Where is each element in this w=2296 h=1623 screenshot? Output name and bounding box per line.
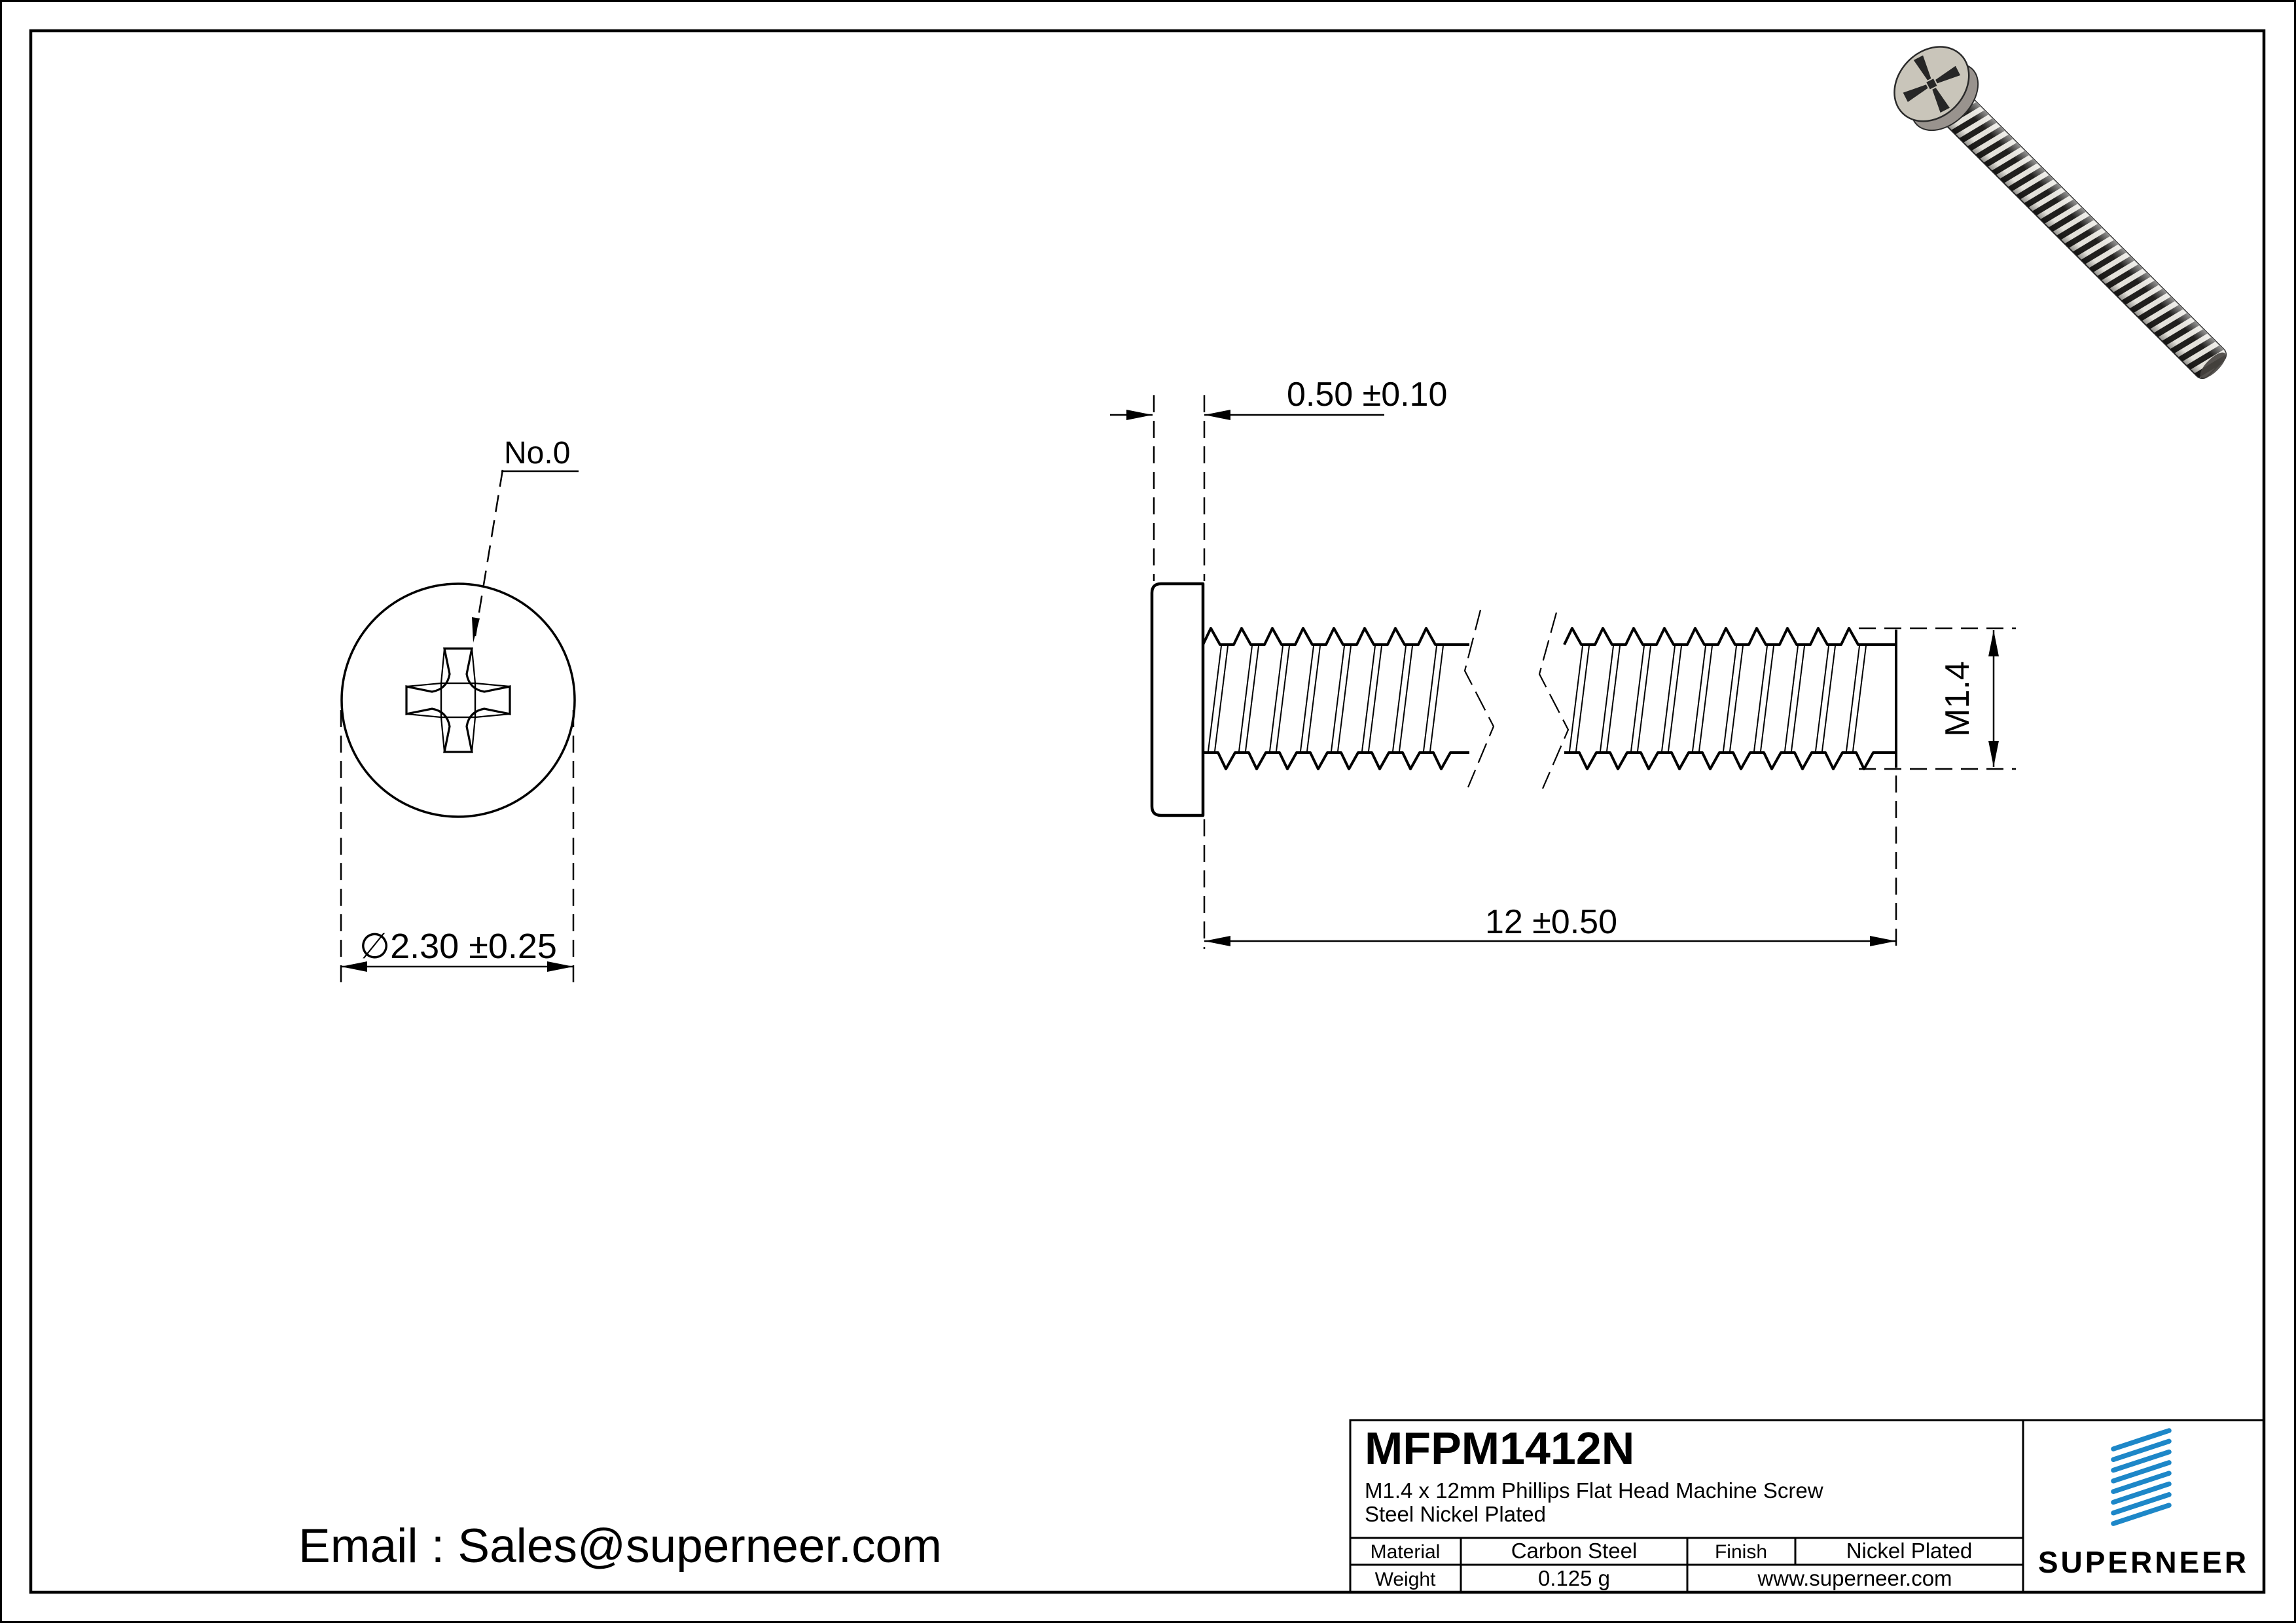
screw-photo-phillips-icon [1903, 55, 1961, 113]
head-outline-circle [340, 582, 576, 818]
weight-value: 0.125 g [1538, 1566, 1610, 1590]
phillips-center-square [440, 682, 476, 719]
recess-callout-leader: No.0 [472, 436, 579, 643]
phillips-flank-lines [406, 648, 511, 753]
thread-size-text: M1.4 [1939, 661, 1977, 737]
finish-label: Finish [1715, 1541, 1767, 1563]
inner-border [29, 29, 2266, 1594]
material-label: Material [1371, 1541, 1441, 1563]
description-line1: M1.4 x 12mm Phillips Flat Head Machine S… [1365, 1478, 1823, 1503]
recess-callout-text: No.0 [504, 436, 570, 471]
description-line2: Steel Nickel Plated [1365, 1502, 1546, 1526]
length-dimension: 12 ±0.50 [1203, 776, 1897, 949]
thread-profile [1202, 627, 1896, 770]
side-head-outline [1150, 582, 1205, 817]
leader-arrowhead [472, 617, 480, 643]
finish-value: Nickel Plated [1846, 1539, 1973, 1563]
phillips-recess-outline [405, 647, 511, 753]
superneer-logo-icon [2111, 1428, 2172, 1526]
weight-label: Weight [1375, 1569, 1436, 1590]
website-link[interactable]: www.superneer.com [1757, 1566, 1952, 1590]
title-block-grid [1349, 1419, 2265, 1594]
email-text: Email : Sales@superneer.com [298, 1520, 942, 1573]
part-number: MFPM1412N [1365, 1423, 1634, 1474]
head-thickness-text: 0.50 ±0.10 [1287, 376, 1447, 414]
length-text: 12 ±0.50 [1485, 903, 1617, 941]
head-thickness-dimension: 0.50 ±0.10 [1110, 376, 1447, 581]
break-lines [1463, 609, 1570, 789]
screw-photo [1893, 46, 2227, 380]
side-view [1150, 582, 1897, 817]
thread-size-dimension: M1.4 [1859, 627, 2016, 770]
material-value: Carbon Steel [1511, 1539, 1638, 1563]
screw-photo-tip [2200, 352, 2226, 378]
front-view [340, 582, 576, 818]
superneer-logo-text: SUPERNEER [2038, 1545, 2249, 1579]
head-diameter-text: ∅2.30 ±0.25 [359, 927, 557, 966]
head-diameter-dimension: ∅2.30 ±0.25 [340, 710, 575, 990]
title-block: MFPM1412N M1.4 x 12mm Phillips Flat Head… [1349, 1419, 2265, 1594]
